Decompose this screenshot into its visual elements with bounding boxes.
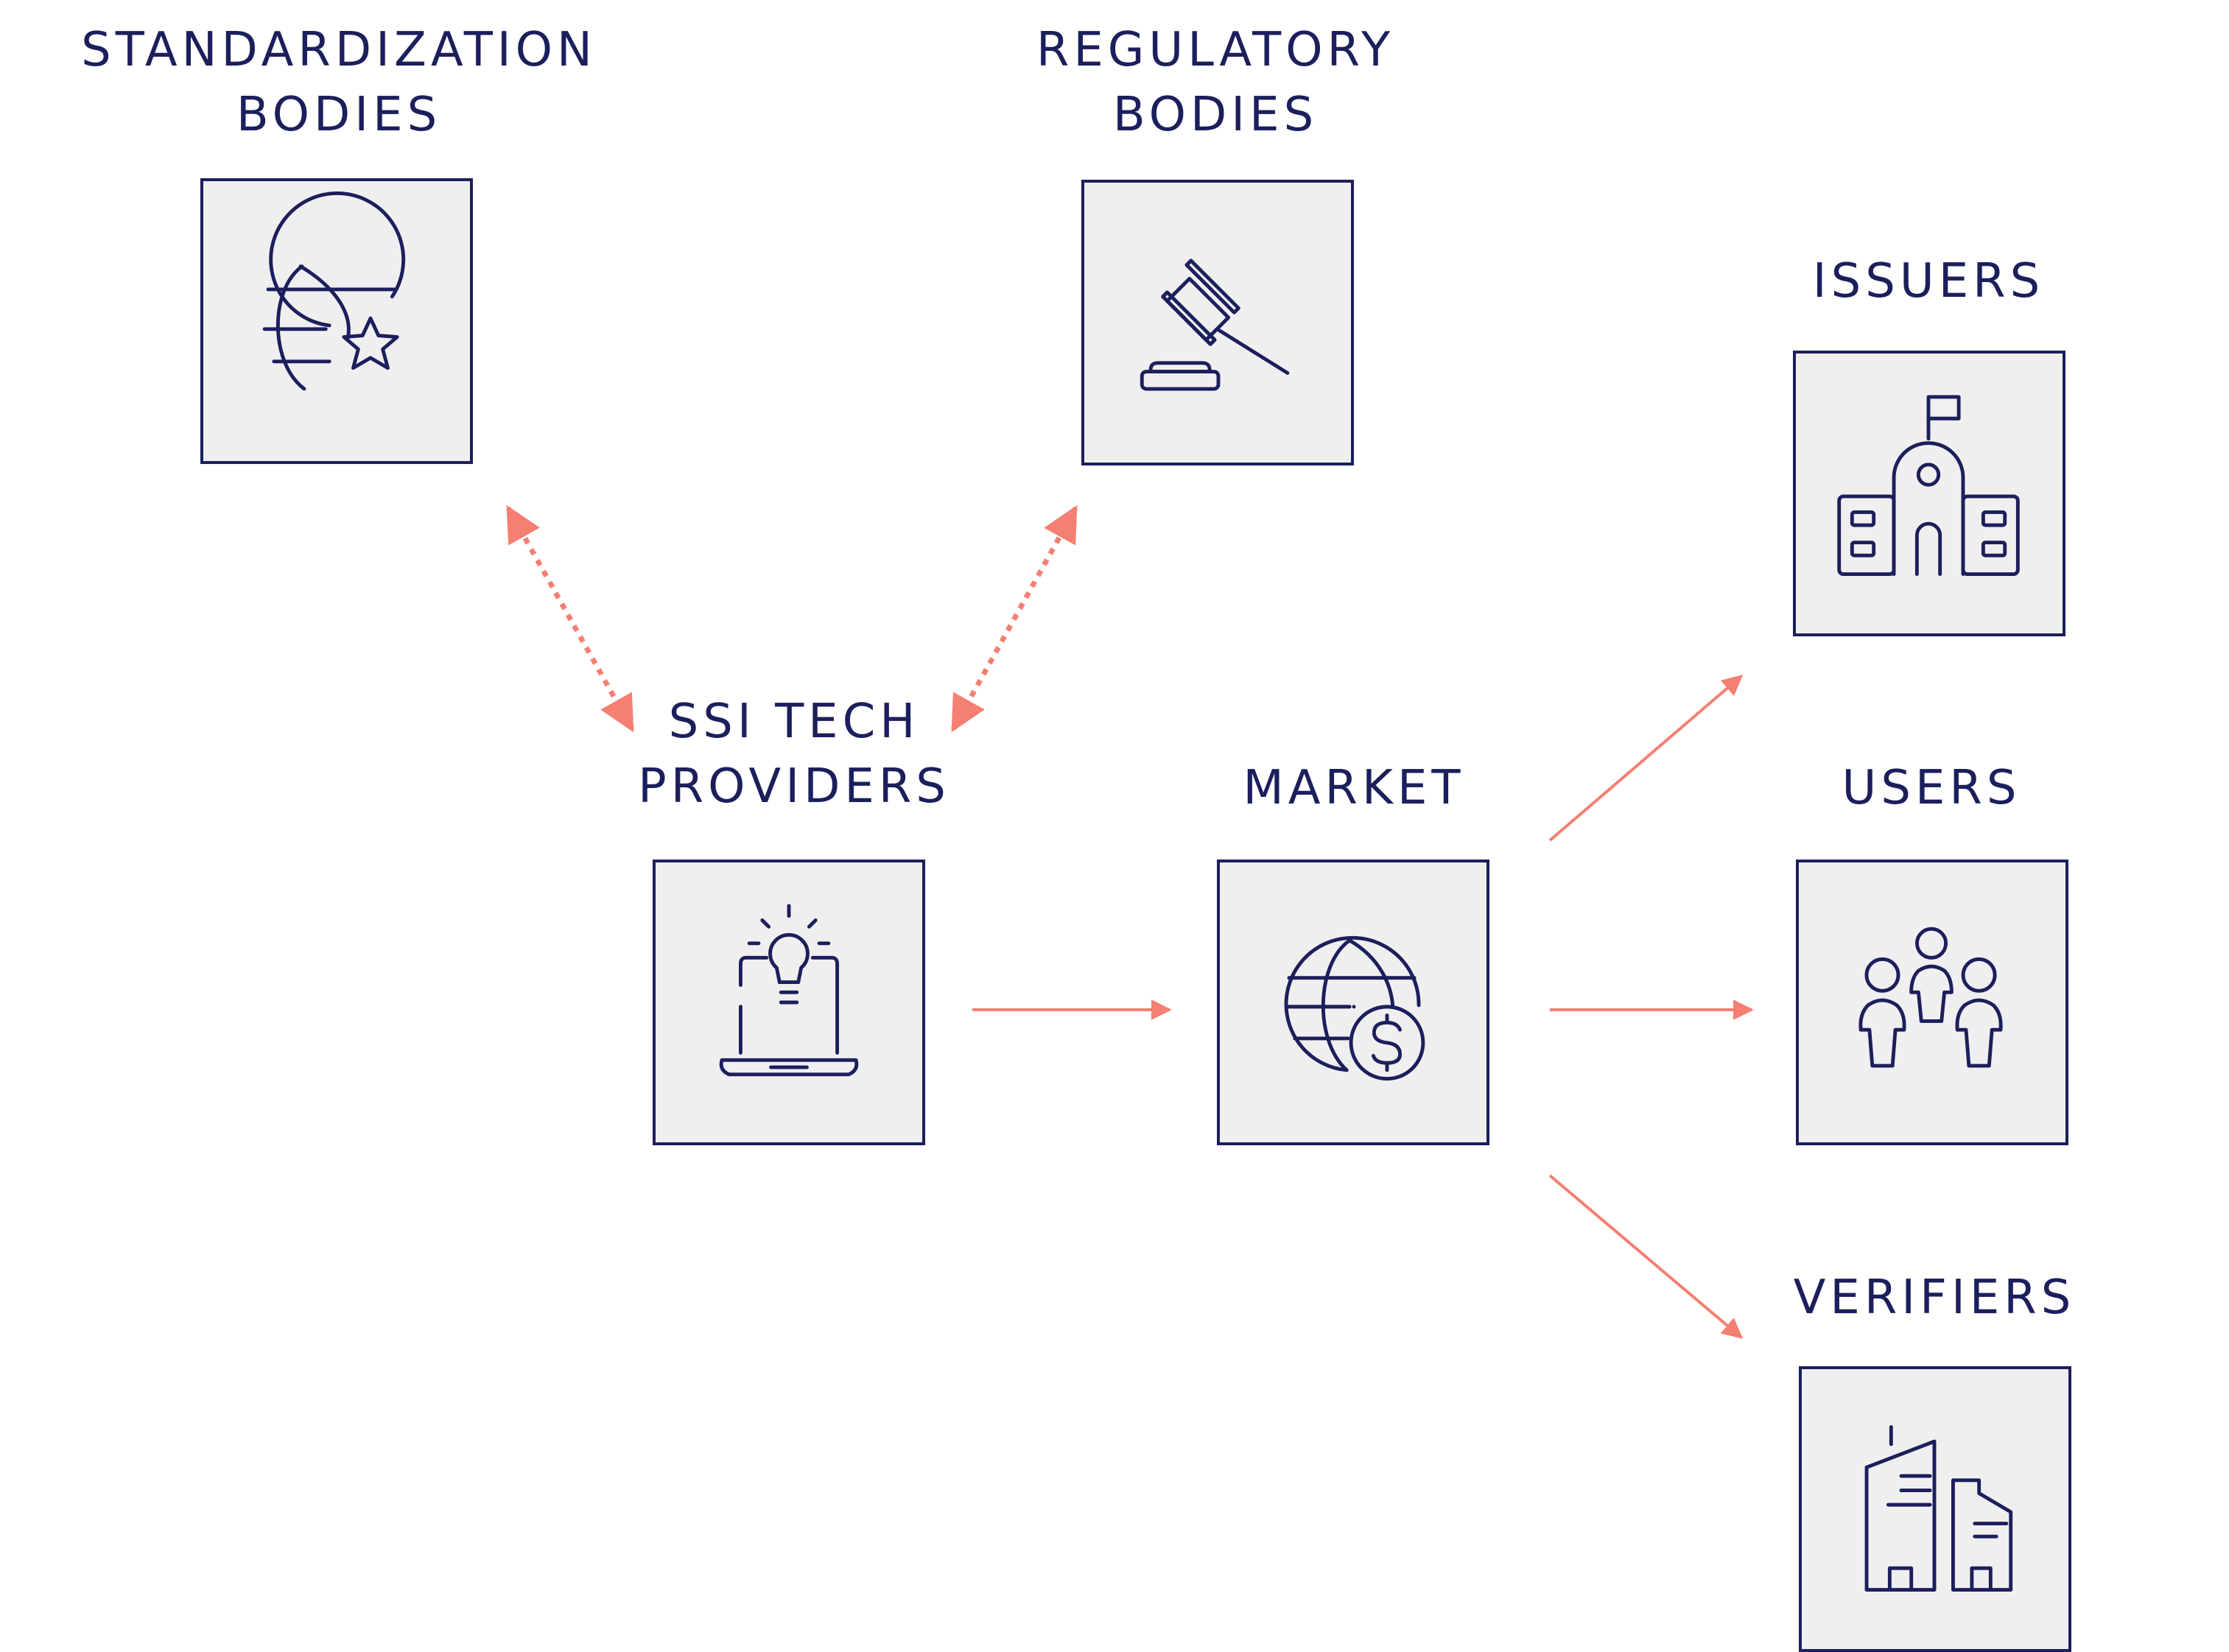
market-node [1217, 860, 1489, 1145]
verifiers-label-line1: VERIFIERS [1793, 1270, 2076, 1325]
verifiers-label: VERIFIERS [1640, 1265, 2229, 1330]
ssi-label-line2: PROVIDERS [638, 759, 950, 814]
users-node [1796, 860, 2068, 1145]
market-label: MARKET [1059, 756, 1649, 820]
ssi-label-line1: SSI TECH [668, 695, 920, 749]
regulatory-node [1081, 180, 1354, 465]
regulatory-label-line2: BODIES [1112, 88, 1319, 142]
gavel-icon [1140, 259, 1290, 391]
verifiers-node [1799, 1366, 2071, 1652]
arrow-market-verifiers [1548, 1174, 1744, 1339]
market-label-line1: MARKET [1243, 761, 1465, 815]
globe-dollar-icon [1284, 935, 1425, 1081]
standardization-label: STANDARDIZATION BODIES [44, 18, 633, 147]
arrow-ssi-regulatory [950, 505, 1078, 733]
standardization-node [200, 178, 473, 464]
regulatory-label-line1: REGULATORY [1036, 23, 1395, 77]
people-group-icon [1858, 927, 2003, 1068]
regulatory-label: REGULATORY BODIES [921, 18, 1510, 147]
standardization-label-line2: BODIES [236, 88, 442, 142]
arrow-ssi-standardization [505, 505, 635, 733]
issuers-node [1793, 351, 2065, 636]
office-buildings-icon [1864, 1425, 2013, 1592]
ssi-node [653, 860, 925, 1145]
users-label-line1: USERS [1842, 761, 2021, 815]
laptop-lightbulb-icon [719, 904, 859, 1077]
globe-star-icon [262, 191, 406, 391]
standardization-label-line1: STANDARDIZATION [81, 23, 597, 77]
school-building-icon [1837, 395, 2020, 577]
users-label: USERS [1637, 756, 2226, 820]
ssi-label: SSI TECH PROVIDERS [499, 689, 1089, 819]
issuers-label: ISSUERS [1634, 249, 2223, 314]
issuers-label-line1: ISSUERS [1812, 254, 2045, 309]
arrow-market-issuers [1548, 675, 1744, 842]
